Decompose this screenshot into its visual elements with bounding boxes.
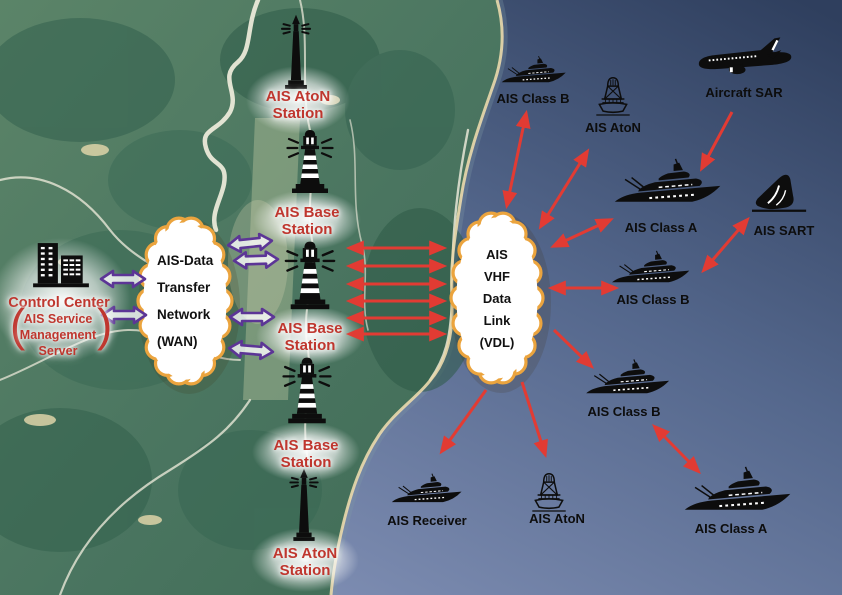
label-class-b-low: AIS Class B [587, 404, 661, 419]
label-class-a-bottom: AIS Class A [694, 521, 768, 536]
vdl-cloud [449, 211, 551, 393]
paren-close: ) [97, 299, 113, 351]
coastline [329, 0, 504, 595]
paren-open: ( [10, 299, 26, 351]
wan-cloud-label: AIS-Data Transfer Network (WAN) [157, 253, 214, 349]
label-sart: AIS SART [753, 223, 815, 238]
control-center-title: Control Center [8, 295, 110, 311]
label-class-b-top: AIS Class B [496, 91, 570, 106]
label-glows [0, 66, 364, 592]
label-aircraft-sar: Aircraft SAR [705, 85, 783, 100]
red-vhf-arrows [345, 109, 750, 475]
vdl-cloud-label: AIS VHF Data Link (VDL) [479, 247, 515, 350]
label-aton-sea-bottom: AIS AtoN [529, 511, 585, 526]
label-aton-sea-top: AIS AtoN [585, 120, 641, 135]
label-receiver: AIS Receiver [387, 513, 467, 528]
control-center-server-label: AIS Service Management Server [19, 312, 97, 358]
label-class-a-mid: AIS Class A [624, 220, 698, 235]
wan-cloud [136, 216, 240, 394]
label-class-b-mid: AIS Class B [616, 292, 690, 307]
